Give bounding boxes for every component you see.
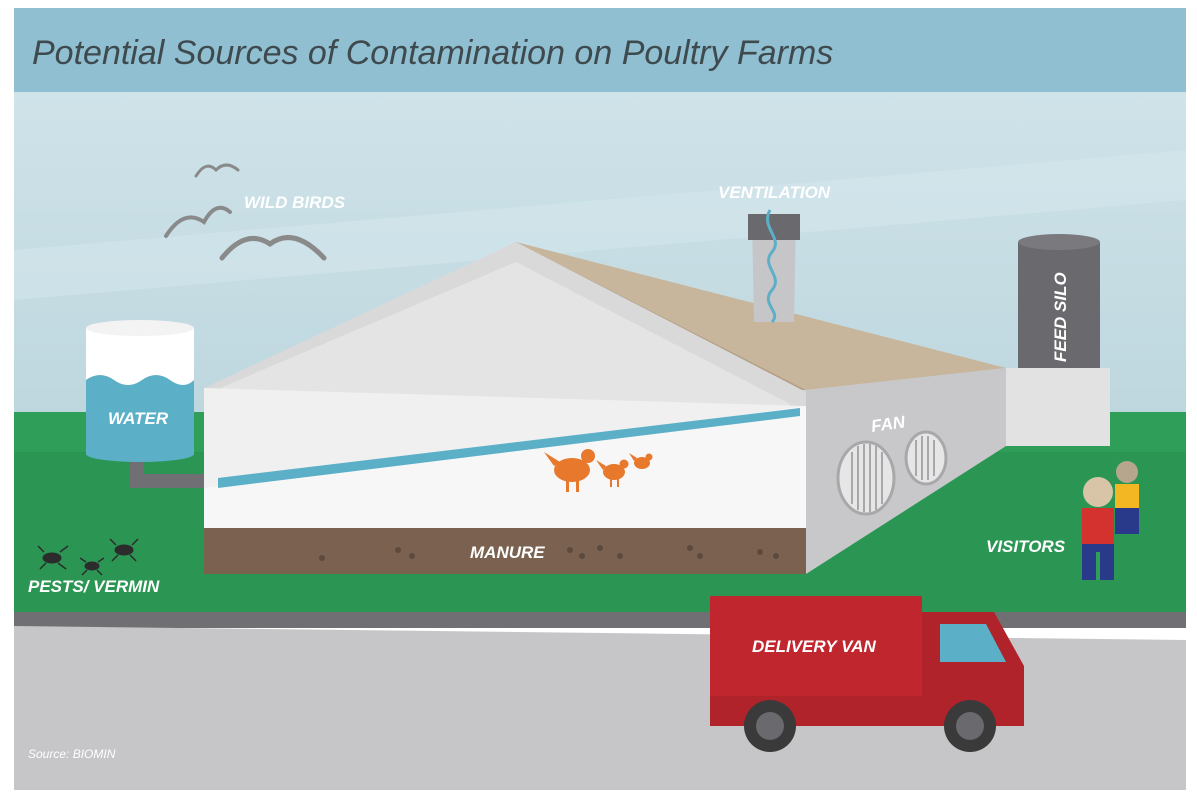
drinker-line [218, 408, 800, 488]
label-feed-silo: FEED SILO [1051, 272, 1070, 362]
road-edge [14, 612, 1186, 628]
manure-layer [204, 528, 806, 574]
label-visitors: VISITORS [986, 537, 1066, 556]
label-ventilation: VENTILATION [718, 183, 831, 202]
delivery-van-icon [710, 596, 1024, 752]
chickens-icon [544, 449, 653, 492]
pests-icon [37, 538, 139, 576]
visitors-icon [1082, 461, 1139, 580]
water-tank-icon [86, 320, 208, 488]
label-manure: MANURE [470, 543, 545, 562]
ventilation-icon [748, 209, 800, 324]
header-band [14, 8, 1186, 92]
wild-birds-icon [164, 163, 327, 261]
manure-particles [319, 545, 779, 561]
source-credit: Source: BIOMIN [28, 747, 116, 761]
label-fan: FAN [870, 412, 907, 436]
barn-side [806, 368, 1006, 574]
label-pests: PESTS/ VERMIN [28, 577, 160, 596]
fan-icon [836, 430, 948, 516]
label-water: WATER [108, 409, 169, 428]
label-delivery-van: DELIVERY VAN [752, 637, 876, 656]
page-title: Potential Sources of Contamination on Po… [32, 34, 833, 72]
label-wild-birds: WILD BIRDS [244, 193, 346, 212]
